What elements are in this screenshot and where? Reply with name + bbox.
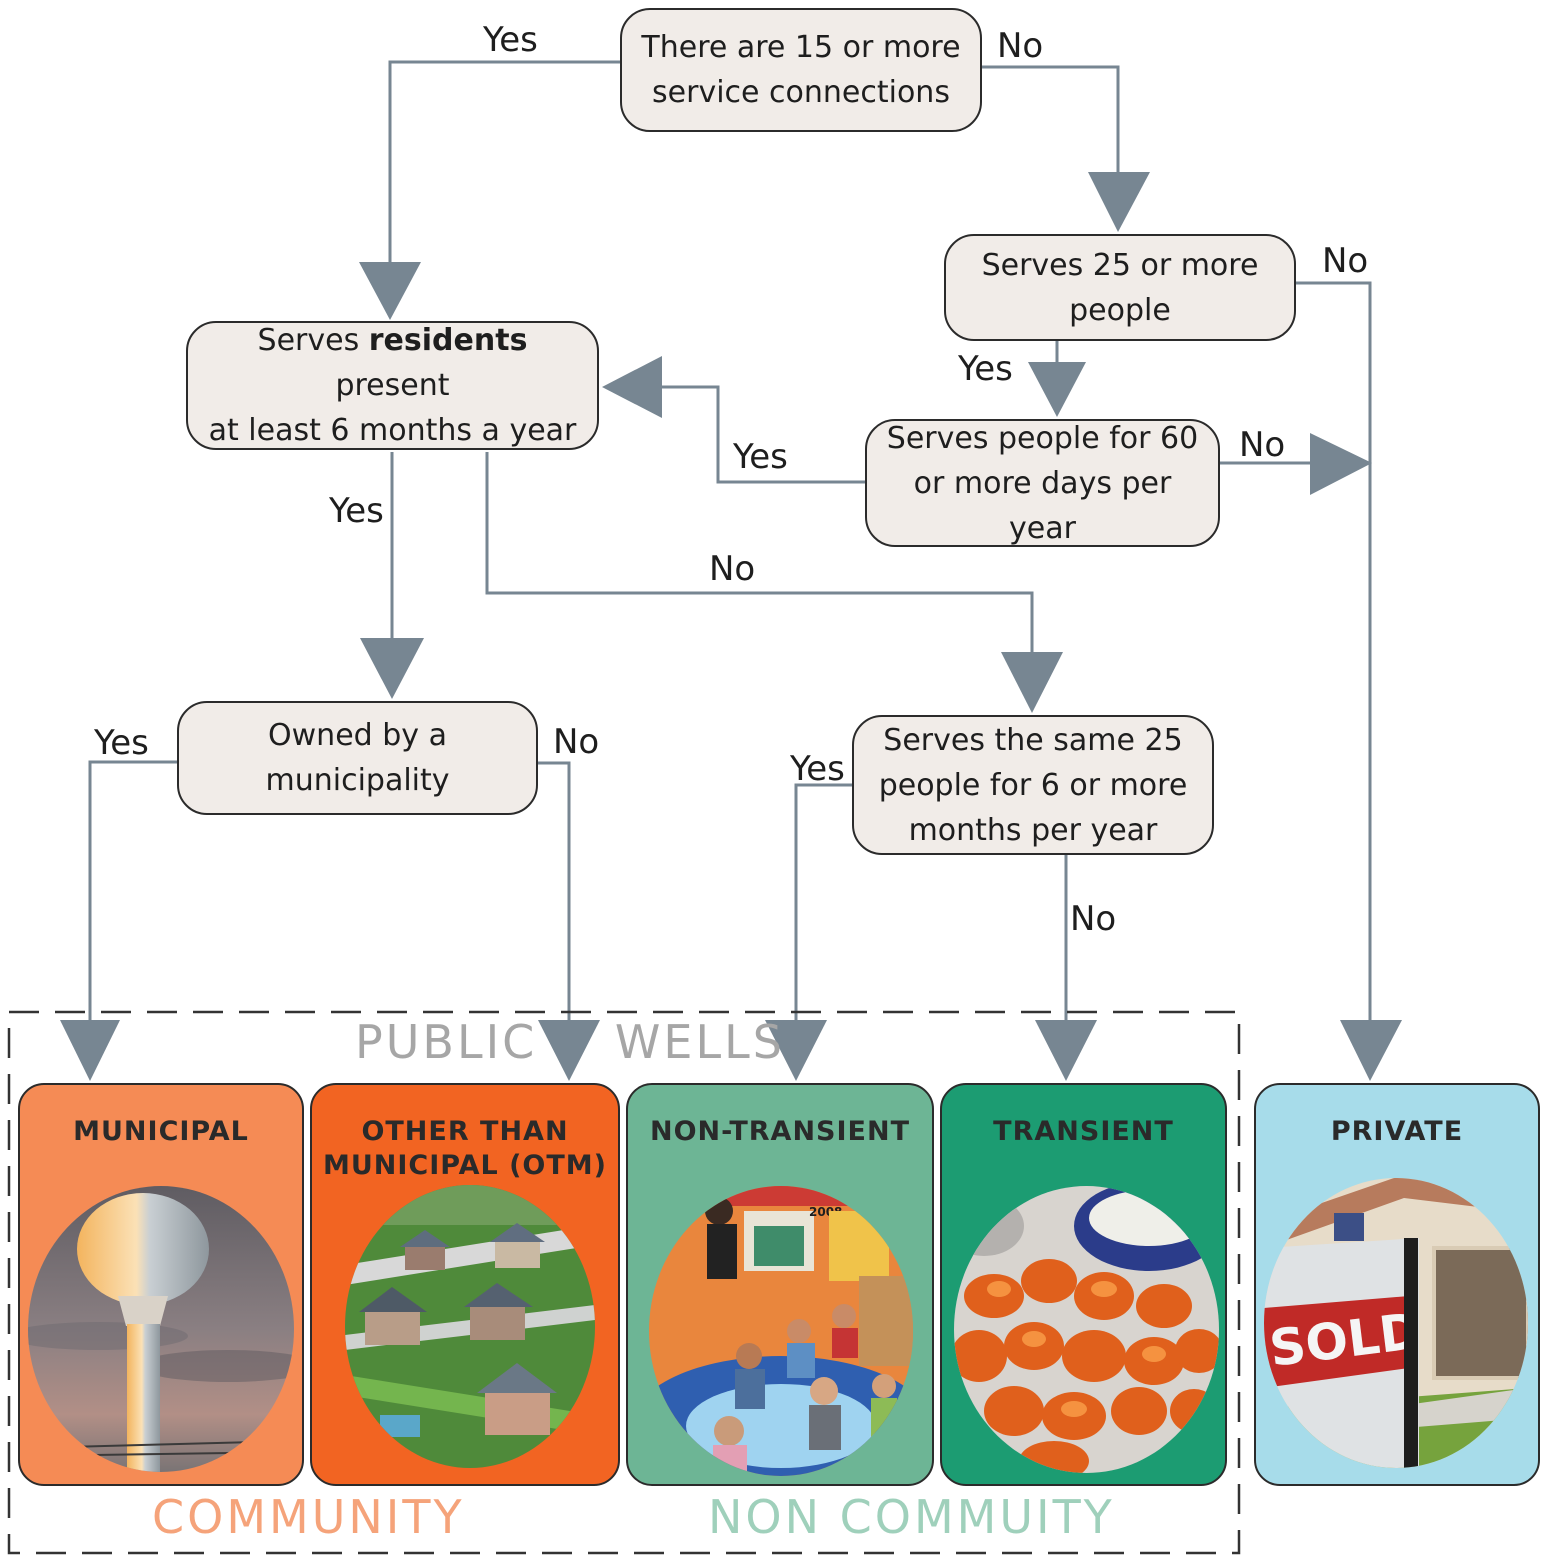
card-municipal: MUNICIPAL bbox=[18, 1083, 304, 1486]
card-transient: TRANSIENT bbox=[940, 1083, 1227, 1486]
water-tower-icon bbox=[28, 1186, 294, 1472]
connector-q6-yes bbox=[794, 783, 852, 1020]
arrowhead-q3-from-q4 bbox=[602, 356, 662, 418]
card-title-private: PRIVATE bbox=[1330, 1116, 1464, 1147]
card-title-non-transient: NON-TRANSIENT bbox=[649, 1116, 911, 1147]
label-q3-yes: Yes bbox=[329, 491, 384, 531]
node-same-25-people: Serves the same 25 people for 6 or more … bbox=[852, 715, 1214, 855]
label-q3-no: No bbox=[709, 549, 756, 589]
node-q4-line1: Serves people for 60 bbox=[886, 420, 1199, 456]
label-q5-yes: Yes bbox=[94, 723, 149, 763]
node-q2-line1: Serves 25 or more bbox=[981, 247, 1259, 283]
node-q5-line1: Owned by a bbox=[268, 718, 447, 753]
connector-q3-no bbox=[485, 452, 1034, 652]
label-q2-yes: Yes bbox=[958, 349, 1013, 389]
arrowhead-non-transient bbox=[765, 1020, 827, 1081]
cheese-curds-icon bbox=[954, 1186, 1219, 1473]
group-label-non-community: NON COMMUITY bbox=[708, 1490, 1115, 1544]
arrowhead-q4 bbox=[1028, 362, 1086, 417]
label-q1-yes: Yes bbox=[483, 20, 538, 60]
group-label-community: COMMUNITY bbox=[152, 1490, 465, 1544]
card-title-otm-line1: OTHER THAN bbox=[361, 1116, 569, 1147]
arrowhead-transient bbox=[1035, 1020, 1097, 1081]
node-q6-line2: people for 6 or more bbox=[878, 767, 1188, 803]
public-wells-boundary bbox=[7, 1010, 1241, 1555]
card-title-otm-line2: MUNICIPAL (OTM) bbox=[322, 1150, 608, 1181]
arrowhead-q5 bbox=[360, 638, 424, 699]
node-q6-line3: months per year bbox=[908, 812, 1158, 848]
card-title-transient: TRANSIENT bbox=[993, 1116, 1174, 1147]
connector-q5-yes bbox=[88, 760, 177, 1020]
label-q1-no: No bbox=[997, 26, 1044, 66]
connector-q4-yes bbox=[662, 385, 865, 484]
connector-q5-no bbox=[538, 761, 571, 1020]
node-serves-residents: Serves residents present at least 6 mont… bbox=[186, 321, 599, 450]
node-q1-line1: There are 15 or more bbox=[641, 30, 961, 65]
arrowhead-q3-from-q1 bbox=[359, 262, 421, 320]
card-title-municipal: MUNICIPAL bbox=[73, 1116, 249, 1147]
arrowhead-private bbox=[1340, 1020, 1402, 1081]
arrowhead-no-to-private bbox=[1310, 433, 1372, 495]
node-q3-post: present bbox=[335, 368, 450, 403]
node-q2-line2: people bbox=[1069, 292, 1171, 328]
label-q4-yes: Yes bbox=[733, 437, 788, 477]
group-label-public-wells: PUBLIC WELLS bbox=[355, 1015, 785, 1069]
node-owned-by-municipality: Owned by a municipality bbox=[177, 701, 538, 815]
card-title-otm: OTHER THAN MUNICIPAL (OTM) bbox=[312, 1115, 618, 1183]
node-service-connections: There are 15 or more service connections bbox=[620, 8, 982, 132]
label-q6-no: No bbox=[1070, 899, 1117, 939]
node-q3-line2: at least 6 months a year bbox=[208, 413, 577, 448]
node-60-days: Serves people for 60 or more days per ye… bbox=[865, 419, 1220, 547]
label-q6-yes: Yes bbox=[790, 749, 845, 789]
node-q6-line1: Serves the same 25 bbox=[883, 722, 1183, 758]
sold-sign-icon: SOLD bbox=[1264, 1178, 1528, 1468]
connector-q1-no bbox=[982, 65, 1120, 172]
card-non-transient: NON-TRANSIENT 2008 bbox=[626, 1083, 934, 1486]
suburb-houses-icon bbox=[345, 1185, 595, 1468]
node-serves-25-people: Serves 25 or more people bbox=[944, 234, 1296, 341]
node-q3-bold: residents bbox=[368, 323, 528, 358]
node-q1-line2: service connections bbox=[652, 75, 950, 110]
arrowhead-q2 bbox=[1088, 172, 1150, 232]
connector-q1-yes bbox=[388, 60, 620, 262]
node-q5-line2: municipality bbox=[265, 763, 450, 798]
classroom-icon: 2008 bbox=[649, 1186, 913, 1476]
node-q4-line2: or more days per year bbox=[913, 465, 1172, 546]
arrowhead-municipal bbox=[60, 1020, 120, 1081]
label-q4-no: No bbox=[1239, 425, 1286, 465]
connector-q2-no bbox=[1296, 281, 1372, 1020]
label-q2-no: No bbox=[1322, 241, 1369, 281]
arrowhead-otm bbox=[538, 1020, 600, 1081]
node-q3-pre: Serves bbox=[257, 323, 369, 358]
card-other-than-municipal: OTHER THAN MUNICIPAL (OTM) bbox=[310, 1083, 620, 1486]
card-private: PRIVATE SOLD bbox=[1254, 1083, 1540, 1486]
arrowhead-q6 bbox=[1001, 652, 1063, 713]
label-q5-no: No bbox=[553, 722, 600, 762]
